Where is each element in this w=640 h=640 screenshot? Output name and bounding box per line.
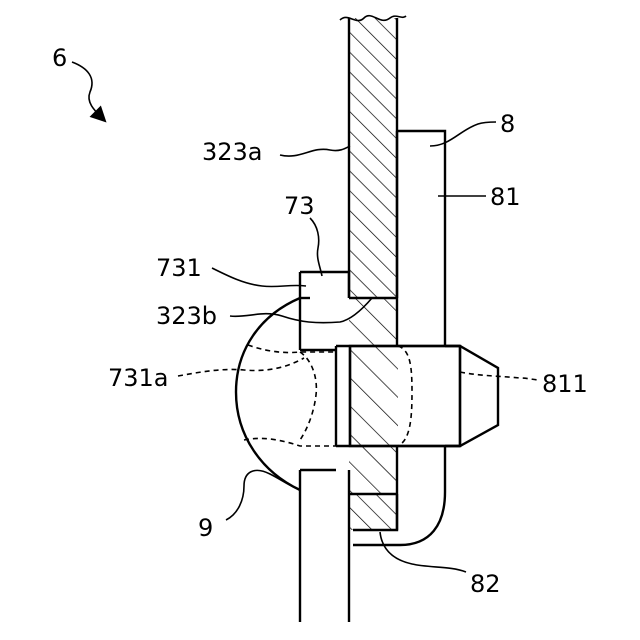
label-323a: 323a xyxy=(202,138,263,166)
label-731: 731 xyxy=(156,254,202,282)
label-73: 73 xyxy=(284,192,315,220)
lower-plate xyxy=(300,470,349,622)
label-81: 81 xyxy=(490,183,521,211)
label-8: 8 xyxy=(500,110,515,138)
label-811: 811 xyxy=(542,370,588,398)
label-731a: 731a xyxy=(108,364,169,392)
label-323b: 323b xyxy=(156,302,217,330)
part-73 xyxy=(300,272,349,350)
label-82: 82 xyxy=(470,570,501,598)
label-6: 6 xyxy=(52,44,67,72)
ref-6: 6 xyxy=(52,44,102,118)
stud-811 xyxy=(336,346,498,446)
label-9: 9 xyxy=(198,514,213,542)
